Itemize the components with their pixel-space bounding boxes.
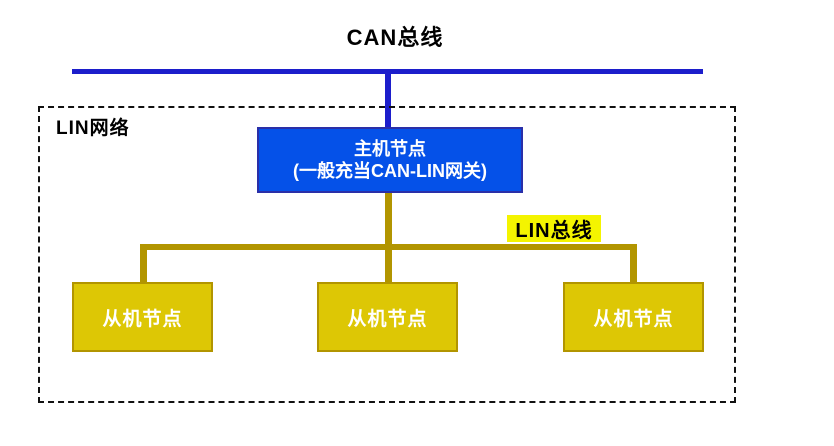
lin-network-label: LIN网络 [56, 118, 130, 139]
lin-bus-middle-drop [385, 250, 392, 282]
slave-node-box-2: 从机节点 [317, 282, 458, 352]
lin-bus-left-drop [140, 246, 147, 282]
slave-node-label: 从机节点 [102, 308, 183, 330]
can-bus-title: CAN总线 [346, 25, 444, 50]
slave-node-box-3: 从机节点 [563, 282, 704, 352]
can-bus-line [72, 69, 703, 74]
slave-node-box-1: 从机节点 [72, 282, 213, 352]
can-to-master-connector [385, 72, 391, 128]
lin-network-frame [38, 106, 736, 403]
master-node-box: 主机节点 (一般充当CAN-LIN网关) [257, 127, 523, 193]
master-node-subtitle: (一般充当CAN-LIN网关) [293, 161, 487, 181]
lin-bus-horizontal-line [140, 244, 637, 250]
lin-bus-label: LIN总线 [507, 215, 601, 242]
lin-bus-right-drop [630, 246, 637, 282]
slave-node-label: 从机节点 [593, 308, 674, 330]
lin-bus-master-drop [385, 193, 392, 246]
master-node-title: 主机节点 [354, 138, 426, 159]
slave-node-label: 从机节点 [347, 308, 428, 330]
